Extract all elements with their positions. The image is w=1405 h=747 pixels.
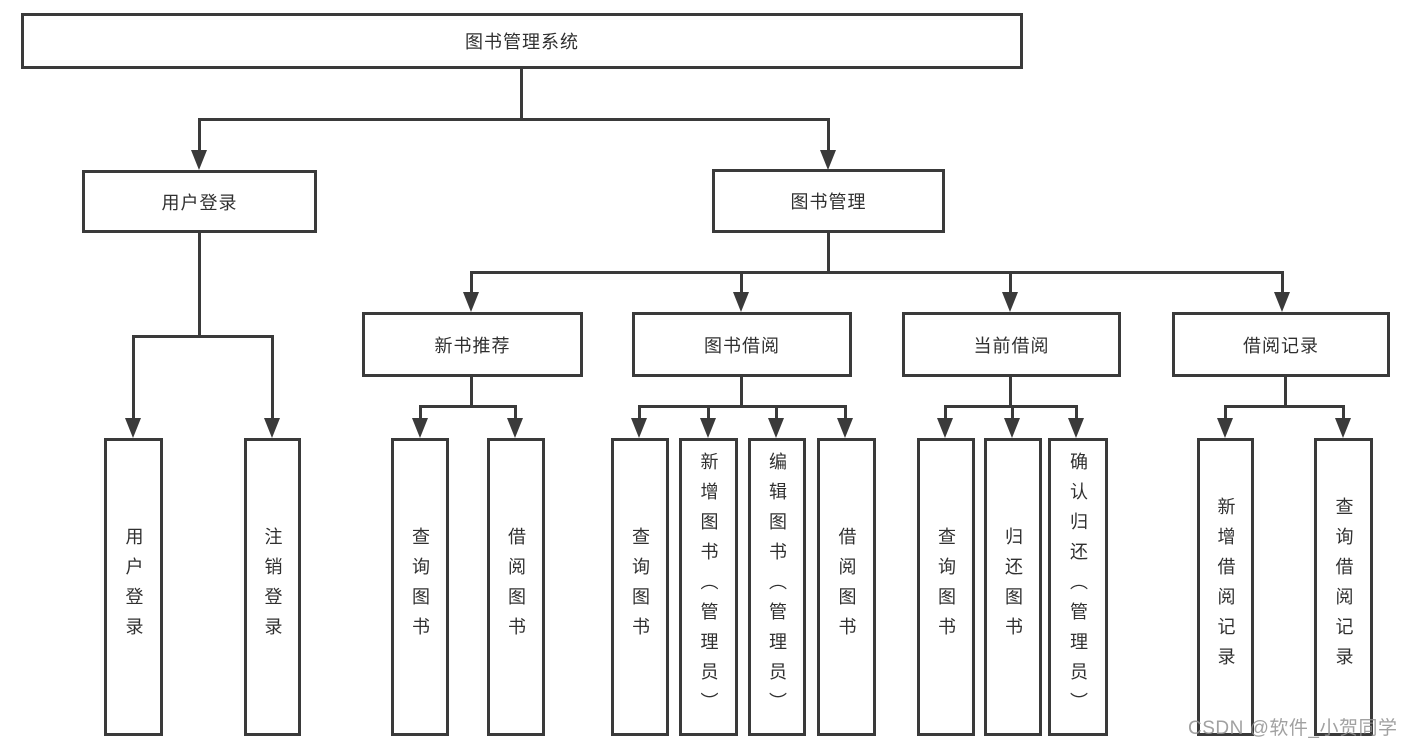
arrow-down-icon: [507, 418, 523, 438]
node-add-book-admin: 新增图书（管理员）: [679, 438, 738, 736]
connector-vline: [638, 407, 641, 420]
node-user-login-leaf: 用户登录: [104, 438, 163, 736]
arrow-down-icon: [125, 418, 141, 438]
node-label: 查询图书: [410, 527, 430, 647]
connector-hline: [132, 335, 274, 338]
arrow-down-icon: [1335, 418, 1351, 438]
node-query-books-borrowing: 查询图书: [611, 438, 669, 736]
connector-vline: [514, 407, 517, 420]
connector-vline: [827, 120, 830, 153]
connector-vline: [827, 233, 830, 271]
arrow-down-icon: [733, 292, 749, 312]
arrow-down-icon: [191, 150, 207, 170]
node-label: 图书管理: [790, 192, 867, 212]
node-root: 图书管理系统: [21, 13, 1023, 69]
arrow-down-icon: [1002, 292, 1018, 312]
connector-vline: [740, 273, 743, 294]
connector-vline: [1075, 407, 1078, 420]
connector-hline: [1224, 405, 1345, 408]
connector-vline: [740, 377, 743, 405]
connector-vline: [271, 337, 274, 420]
arrow-down-icon: [837, 418, 853, 438]
node-book-management: 图书管理: [712, 169, 945, 233]
node-label: 查询图书: [936, 527, 956, 647]
node-label: 借阅图书: [506, 527, 526, 647]
connector-vline: [1009, 377, 1012, 405]
node-label: 图书管理系统: [465, 32, 579, 52]
node-label: 用户登录: [123, 527, 144, 647]
node-new-book-recommend: 新书推荐: [362, 312, 583, 377]
watermark: CSDN @软件_小贺同学: [1188, 718, 1398, 739]
arrow-down-icon: [412, 418, 428, 438]
connector-hline: [419, 405, 517, 408]
connector-vline: [1009, 273, 1012, 294]
node-return-books: 归还图书: [984, 438, 1042, 736]
node-query-books-current: 查询图书: [917, 438, 975, 736]
arrow-down-icon: [1274, 292, 1290, 312]
arrow-down-icon: [1068, 418, 1084, 438]
connector-vline: [1284, 377, 1287, 405]
arrow-down-icon: [1217, 418, 1233, 438]
connector-vline: [1224, 407, 1227, 420]
node-label: 借阅记录: [1243, 335, 1319, 356]
connector-vline: [1281, 273, 1284, 294]
node-add-borrow-record: 新增借阅记录: [1197, 438, 1254, 736]
node-label: 新增借阅记录: [1215, 497, 1236, 677]
connector-vline: [198, 120, 201, 153]
connector-vline: [419, 407, 422, 420]
node-label: 查询借阅记录: [1333, 497, 1354, 677]
node-label: 用户登录: [161, 192, 238, 213]
arrow-down-icon: [937, 418, 953, 438]
node-label: 新书推荐: [434, 335, 511, 356]
node-label: 查询图书: [630, 527, 650, 647]
connector-vline: [844, 407, 847, 420]
node-label: 确认归还（管理员）: [1068, 452, 1088, 722]
connector-vline: [707, 407, 710, 420]
node-current-borrowing: 当前借阅: [902, 312, 1121, 377]
connector-hline: [638, 405, 847, 408]
node-logout: 注销登录: [244, 438, 301, 736]
connector-vline: [470, 377, 473, 405]
node-label: 归还图书: [1003, 527, 1023, 647]
connector-hline: [470, 271, 1284, 274]
connector-vline: [775, 407, 778, 420]
connector-vline: [132, 337, 135, 420]
arrow-down-icon: [463, 292, 479, 312]
node-label: 图书借阅: [704, 335, 780, 356]
node-borrow-books-borrowing: 借阅图书: [817, 438, 876, 736]
node-borrowing-records: 借阅记录: [1172, 312, 1390, 377]
node-label: 借阅图书: [836, 527, 857, 647]
node-label: 新增图书（管理员）: [698, 452, 719, 722]
connector-vline: [944, 407, 947, 420]
node-confirm-return-admin: 确认归还（管理员）: [1048, 438, 1108, 736]
arrow-down-icon: [700, 418, 716, 438]
node-label: 注销登录: [262, 527, 283, 647]
connector-vline: [1342, 407, 1345, 420]
node-edit-book-admin: 编辑图书（管理员）: [748, 438, 806, 736]
node-borrow-books-recommend: 借阅图书: [487, 438, 545, 736]
arrow-down-icon: [631, 418, 647, 438]
arrow-down-icon: [264, 418, 280, 438]
connector-vline: [470, 273, 473, 294]
connector-vline: [520, 69, 523, 118]
node-user-login: 用户登录: [82, 170, 317, 233]
connector-vline: [1011, 407, 1014, 420]
arrow-down-icon: [1004, 418, 1020, 438]
node-label: 编辑图书（管理员）: [767, 452, 787, 722]
node-label: 当前借阅: [973, 335, 1050, 356]
node-query-borrow-record: 查询借阅记录: [1314, 438, 1373, 736]
arrow-down-icon: [820, 150, 836, 170]
node-query-books-recommend: 查询图书: [391, 438, 449, 736]
connector-vline: [198, 233, 201, 335]
connector-hline: [198, 118, 830, 121]
node-book-borrowing: 图书借阅: [632, 312, 852, 377]
arrow-down-icon: [768, 418, 784, 438]
connector-hline: [944, 405, 1078, 408]
